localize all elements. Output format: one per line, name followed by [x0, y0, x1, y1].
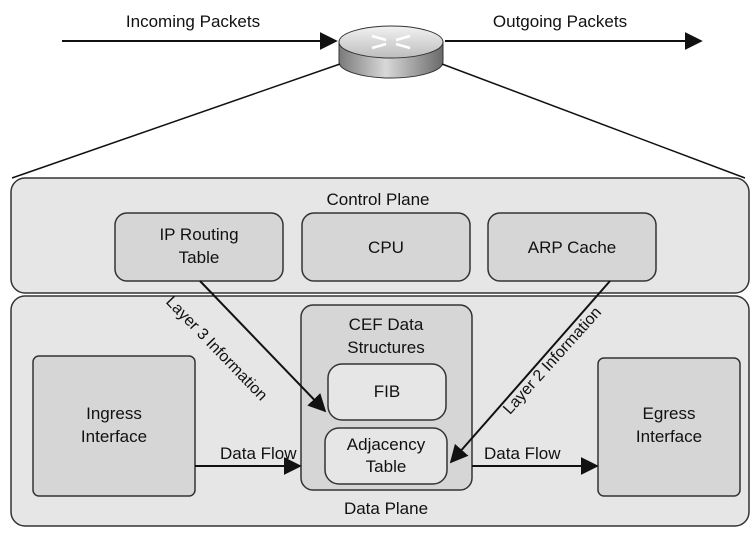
router-icon	[338, 25, 444, 79]
ip-routing-table-label-line2: Table	[179, 248, 220, 267]
fib-box	[327, 363, 447, 421]
control-plane-label: Control Plane	[326, 190, 429, 209]
ingress-interface-box	[32, 355, 196, 497]
layer3-info-arrow	[199, 280, 327, 413]
perspective-line-right	[441, 63, 746, 179]
data-plane-label: Data Plane	[344, 499, 428, 518]
adjacency-table-label-line2: Table	[366, 457, 407, 476]
ip-routing-table-box	[114, 212, 284, 282]
egress-interface-box	[597, 357, 741, 497]
data-flow-left-label: Data Flow	[220, 444, 297, 463]
outgoing-packets-label: Outgoing Packets	[493, 12, 627, 31]
adjacency-table-label-line1: Adjacency	[347, 435, 426, 454]
ip-routing-table-label-line1: IP Routing	[159, 225, 238, 244]
perspective-line-left	[11, 63, 341, 179]
arp-cache-box	[487, 212, 657, 282]
data-flow-right-label: Data Flow	[484, 444, 561, 463]
cef-label-line1: CEF Data	[349, 315, 424, 334]
cef-label-line2: Structures	[347, 338, 424, 357]
cpu-box	[301, 212, 471, 282]
fib-label: FIB	[374, 382, 400, 401]
adjacency-table-box	[324, 427, 448, 485]
ingress-interface-label-line2: Interface	[81, 427, 147, 446]
egress-interface-label-line2: Interface	[636, 427, 702, 446]
ingress-interface-label-line1: Ingress	[86, 404, 142, 423]
arp-cache-label: ARP Cache	[528, 238, 617, 257]
incoming-packets-label: Incoming Packets	[126, 12, 260, 31]
layer2-info-arrow	[449, 280, 611, 464]
cpu-label: CPU	[368, 238, 404, 257]
egress-interface-label-line1: Egress	[643, 404, 696, 423]
